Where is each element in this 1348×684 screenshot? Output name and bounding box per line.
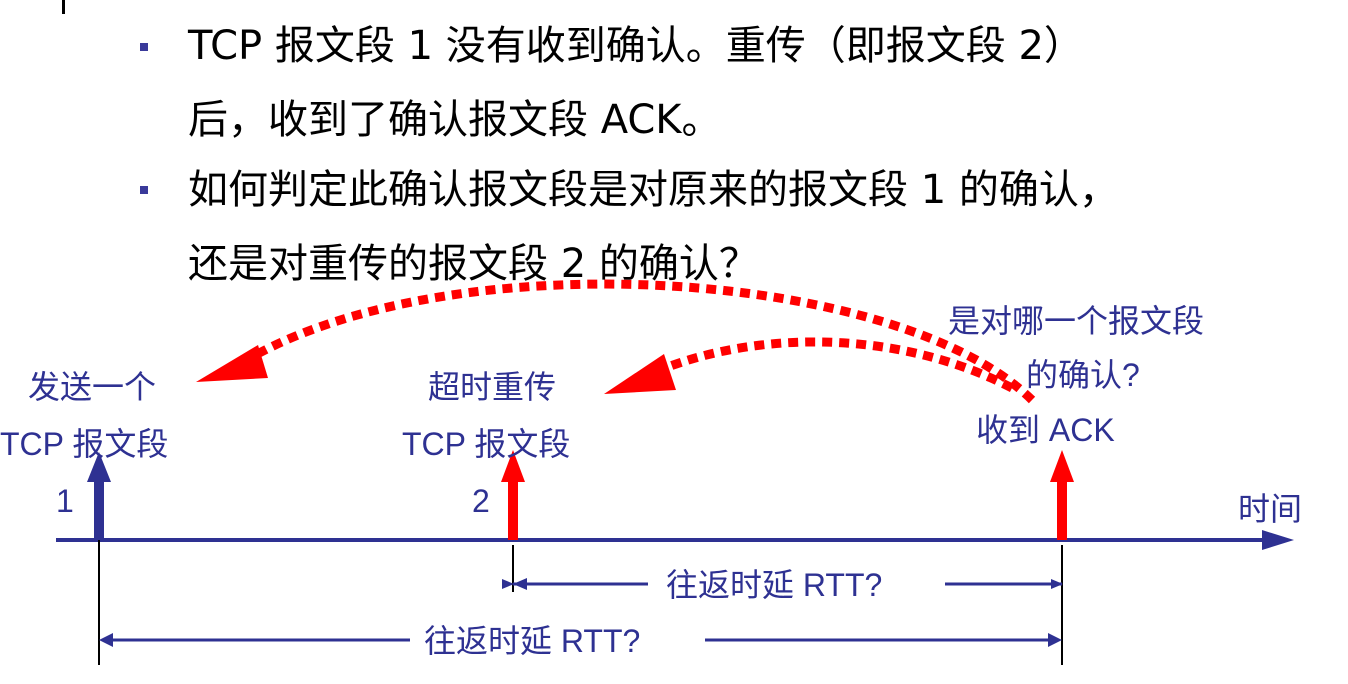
rtt-long-right-arrowhead [1048,633,1062,647]
retransmit-label-line-1: 超时重传 [428,369,556,405]
ack-arrowhead [1050,450,1074,482]
rtt-long-left-arrowhead [99,633,113,647]
dashed-arrow-to-segment-2 [658,337,1015,392]
bullet-1-line-2: 后，收到了确认报文段 ACK。 [188,97,722,143]
dashed-arrow-to-segment-1-head [196,345,268,382]
bullet-marker-1 [140,43,148,51]
ack-bar [1057,480,1067,540]
bullet-2-line-2: 还是对重传的报文段 2 的确认？ [188,241,759,287]
slide-edge-mark [62,0,65,14]
bullet-1-line-1: TCP 报文段 1 没有收到确认。重传（即报文段 2） [188,23,1084,69]
segment-1-arrowhead [87,452,111,482]
segment-1-number: 1 [56,483,74,519]
time-axis-arrowhead [1262,530,1294,550]
send-label-line-1: 发送一个 [28,369,156,405]
dashed-arrow-to-segment-1 [247,279,1036,404]
ack-label: 收到 ACK [976,412,1115,448]
segment-1-bar [94,480,104,540]
time-axis-label: 时间 [1238,491,1302,527]
retransmit-label-line-2: TCP 报文段 [402,426,570,462]
segment-2-number: 2 [472,483,490,519]
question-label-line-2: 的确认? [1026,357,1140,393]
segment-2-arrowhead [501,450,525,482]
segment-2-bar [508,480,518,540]
bullet-2-line-1: 如何判定此确认报文段是对原来的报文段 1 的确认， [188,167,1119,213]
send-label-line-2: TCP 报文段 [0,426,168,462]
dashed-arrow-to-segment-2-head [604,354,676,394]
question-label-line-1: 是对哪一个报文段 [948,303,1204,339]
rtt-long-label: 往返时延 RTT? [424,623,640,659]
rtt-short-left-arrowhead [513,578,527,590]
bullet-marker-2 [140,186,148,194]
rtt-short-label: 往返时延 RTT? [666,567,882,603]
